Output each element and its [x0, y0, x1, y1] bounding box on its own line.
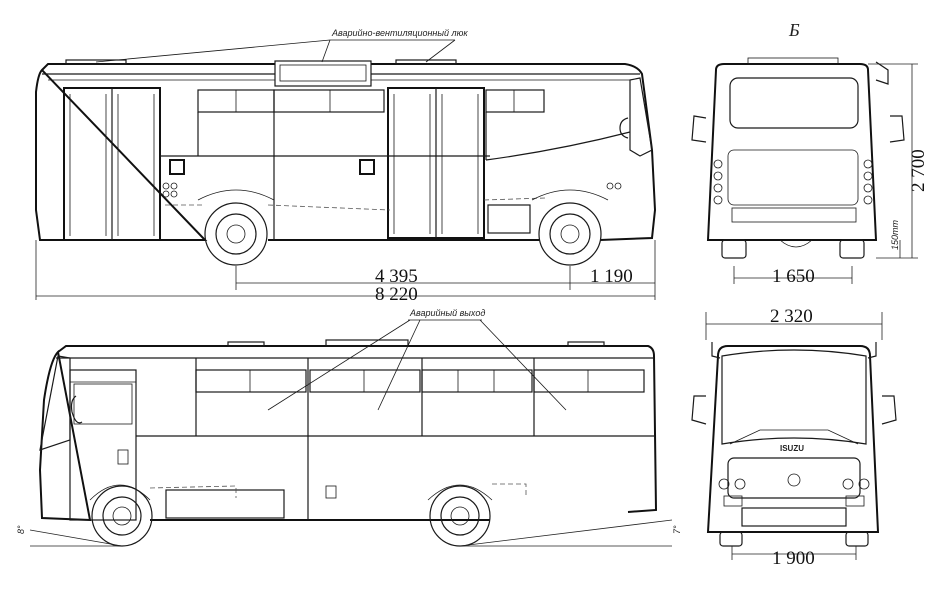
dim-departure-angle: 7° [672, 525, 682, 534]
rear-view-label: Б [788, 20, 800, 40]
dim-front-track: 1 900 [772, 548, 815, 569]
angle-lines [29, 519, 673, 547]
dimension-lines-top [35, 240, 656, 300]
annotation-emergency-hatch: Аварийно-вентиляционный люк [95, 28, 468, 63]
dim-overall-height: 2 700 [908, 149, 929, 192]
dim-rear-track: 1 650 [772, 266, 815, 287]
side-view-left [38, 339, 658, 547]
front-brand-badge: ISUZU [780, 444, 804, 453]
dim-overall-length: 8 220 [375, 284, 418, 305]
dim-ground-clearance: 150mm [890, 219, 900, 250]
rear-view [691, 57, 905, 259]
annotation-emergency-exit: Аварийный выход [267, 308, 567, 411]
svg-text:Аварийный выход: Аварийный выход [409, 308, 485, 318]
svg-text:Аварийно-вентиляционный люк: Аварийно-вентиляционный люк [331, 28, 468, 38]
dim-rear-overhang: 1 190 [590, 266, 633, 287]
front-view: ISUZU [691, 342, 897, 547]
dimension-lines-front [705, 312, 883, 560]
dim-wheelbase: 4 395 [375, 266, 418, 287]
dimension-lines-rear [733, 63, 918, 284]
dim-overall-width: 2 320 [770, 306, 813, 327]
side-view-right [35, 59, 657, 266]
dim-approach-angle: 8° [16, 525, 26, 534]
